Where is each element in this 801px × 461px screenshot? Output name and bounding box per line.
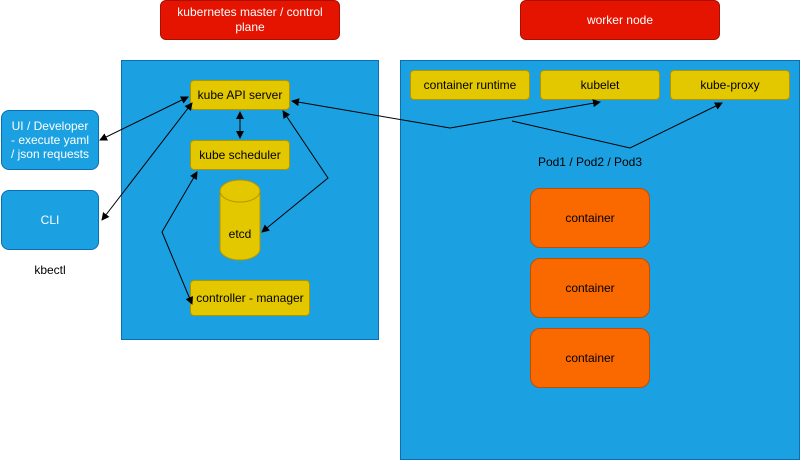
arrow-api-to-etcd xyxy=(261,110,329,233)
controller-manager: controller - manager xyxy=(190,280,310,316)
container-box-2: container xyxy=(530,258,650,318)
container-box-3: container xyxy=(530,328,650,388)
etcd-cylinder-icon xyxy=(219,179,261,261)
worker-node-title: worker node xyxy=(520,0,720,40)
kube-api-server: kube API server xyxy=(190,80,290,110)
kube-proxy: kube-proxy xyxy=(670,70,790,100)
arrow-cli-to-api xyxy=(101,102,193,221)
container-runtime: container runtime xyxy=(410,70,530,100)
pods-label: Pod1 / Pod2 / Pod3 xyxy=(537,155,643,169)
control-plane-title: kubernetes master / control plane xyxy=(160,0,340,40)
container-box-1: container xyxy=(530,188,650,248)
arrow-ui-to-api xyxy=(99,96,189,141)
arrow-api-to-kubelet xyxy=(291,98,601,129)
etcd-label: etcd xyxy=(228,227,252,241)
ui-developer-box: UI / Developer - execute yaml / json req… xyxy=(1,110,99,170)
arrow-api-to-kube-proxy xyxy=(511,102,723,149)
cli-box: CLI xyxy=(1,190,99,250)
arrow-scheduler-to-controller xyxy=(161,171,198,305)
kbectl-label: kbectl xyxy=(34,263,66,277)
